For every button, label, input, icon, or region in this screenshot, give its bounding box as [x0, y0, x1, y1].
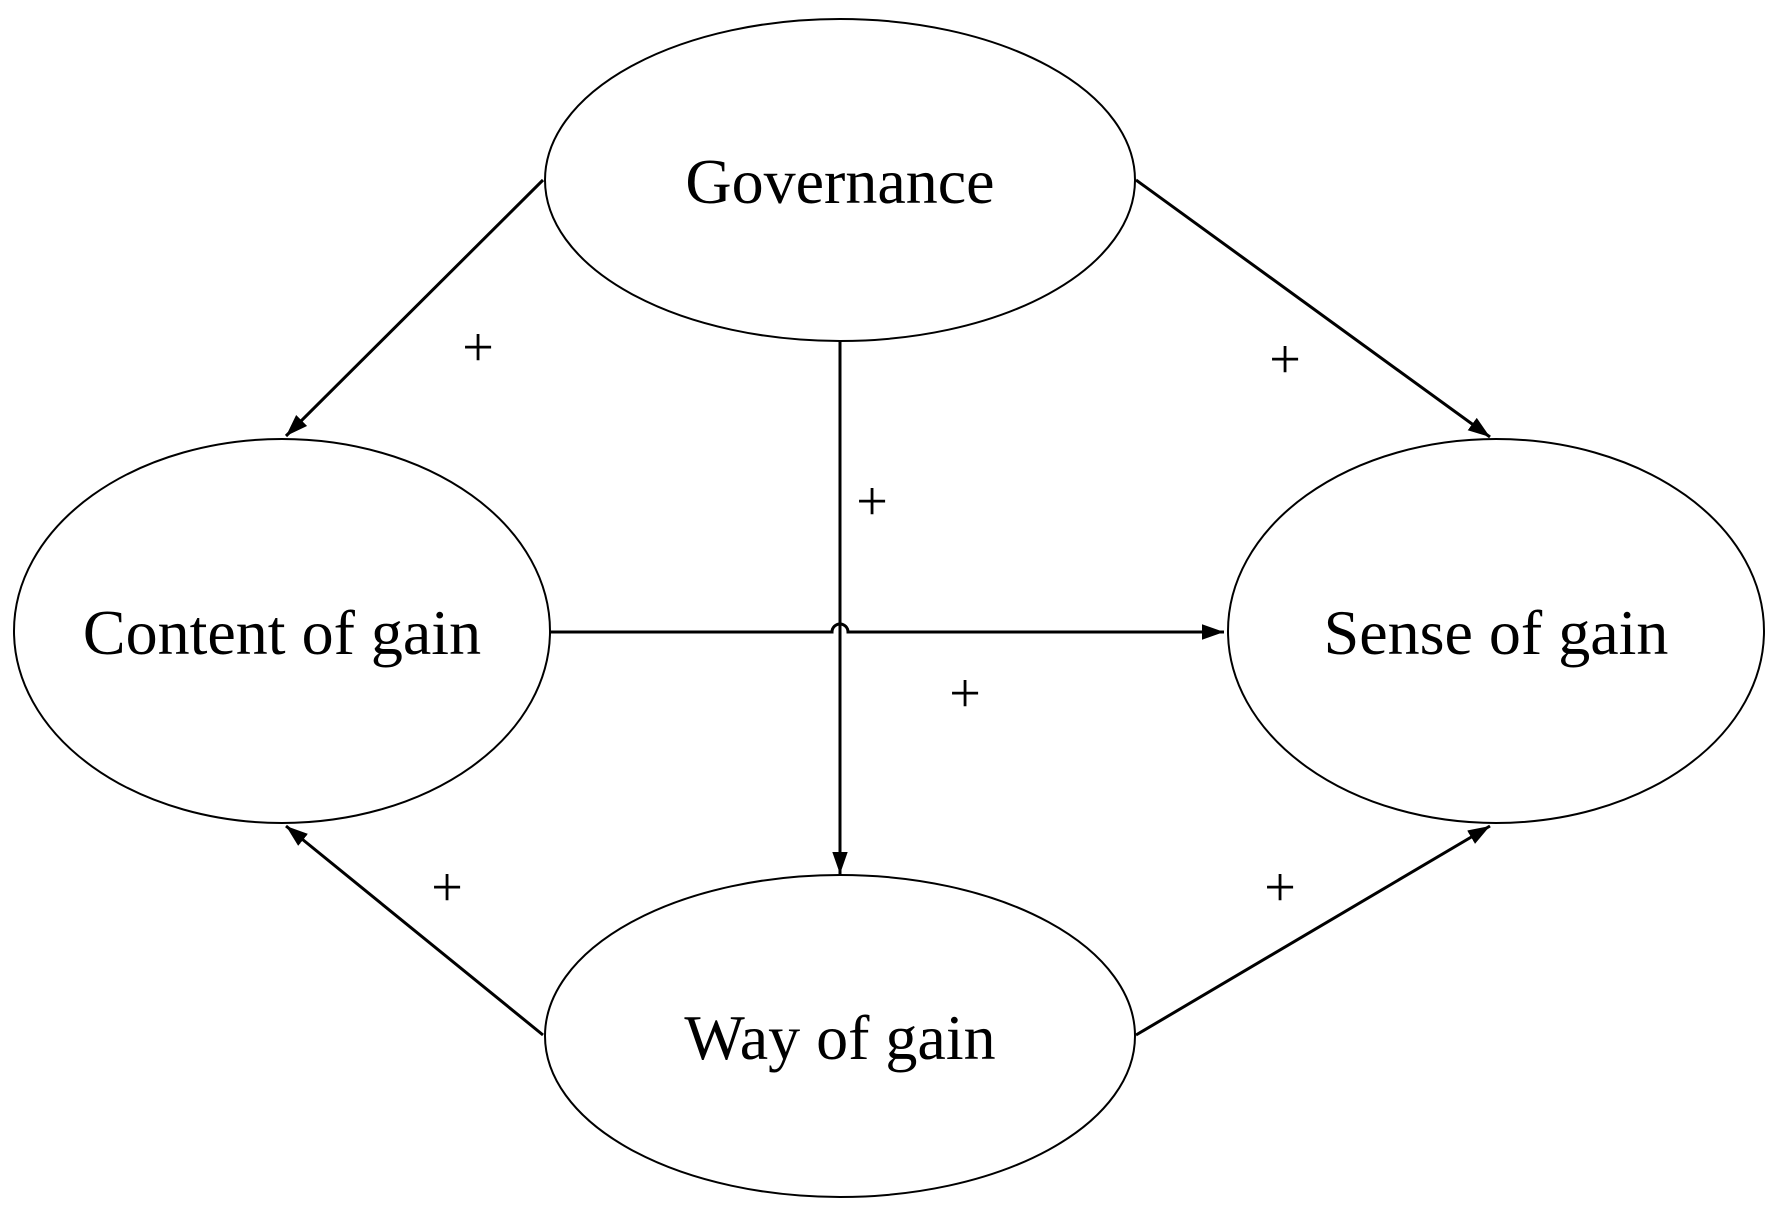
node-sense-of-gain: Sense of gain [1227, 438, 1765, 824]
sign-governance-to-content: + [462, 317, 494, 379]
node-content-of-gain: Content of gain [13, 438, 551, 824]
node-sense-of-gain-label: Sense of gain [1324, 597, 1669, 668]
node-way-of-gain: Way of gain [544, 874, 1136, 1198]
sign-governance-to-sense: + [1269, 329, 1301, 391]
edge-governance-to-sense [1135, 178, 1491, 439]
edge-content-to-sense [550, 622, 1224, 640]
node-governance-label: Governance [685, 146, 994, 217]
edge-way-to-sense [1135, 824, 1491, 1037]
sign-governance-to-way: + [856, 471, 888, 533]
node-way-of-gain-label: Way of gain [684, 1002, 995, 1073]
sign-content-to-sense: + [949, 663, 981, 725]
sign-way-to-content: + [431, 857, 463, 919]
edge-way-to-content [285, 824, 544, 1037]
edge-governance-to-content [284, 178, 545, 438]
node-governance: Governance [544, 18, 1136, 342]
node-content-of-gain-label: Content of gain [83, 597, 481, 668]
sign-way-to-sense: + [1264, 857, 1296, 919]
